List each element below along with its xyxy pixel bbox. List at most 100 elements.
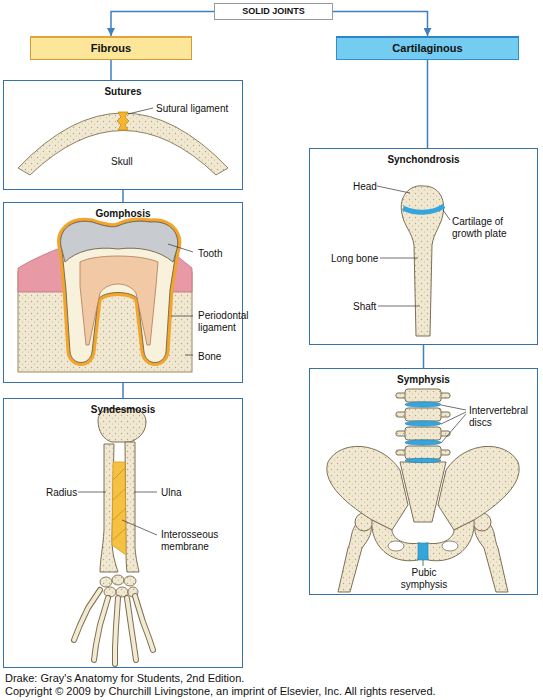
intervertebral-disc [405,421,441,426]
joint-panel: SymphysisIntervertebral discsPubic symph… [309,368,538,595]
tooth-drawing [18,221,193,372]
part-label: Shaft [353,301,393,313]
vertebral-body [405,389,441,402]
carpal-bone [100,577,112,587]
part-label: Interosseous membrane [161,529,231,553]
leader-line [443,210,450,220]
category-box: Cartilaginous [336,36,519,60]
panel-title: Syndesmosis [4,404,242,416]
periodontal-ligament [61,221,178,362]
obturator-foramen [388,541,404,551]
part-label: Intervertebral discs [469,405,535,429]
part-label: Bone [198,351,243,363]
panel-title: Symphysis [310,374,537,386]
connector-line [111,12,214,37]
growth-plate [403,206,444,212]
finger-bone [94,598,108,660]
leader-line [122,520,157,535]
panel-title: Sutures [4,86,242,98]
leader-line [168,244,193,252]
interosseous-membrane [112,462,126,555]
long-bone [401,186,443,336]
leader-line [134,492,157,493]
connector-line [333,12,428,37]
finger-bone [135,596,153,650]
carpal-bone [124,576,136,586]
membrane-fiber [113,508,126,520]
part-label: Radius [46,487,86,499]
tooth-pulp [80,256,158,345]
vertebral-body [405,446,441,459]
connector-line [427,60,429,148]
finger-bone [94,598,108,660]
vertebral-body [405,408,441,421]
pubic-bone [372,520,420,561]
leader-line [128,108,153,114]
part-label: Sutural ligament [156,103,241,115]
joint-panel: SyndesmosisRadius UlnaInterosseous membra… [3,398,243,668]
leader-line [377,186,410,193]
root-box: SOLID JOINTS [214,3,333,20]
ulna-bone [125,442,139,572]
leader-line [185,355,193,356]
intervertebral-disc [405,440,441,445]
part-label: Pubic symphysis [394,567,454,591]
leader-line [380,258,418,259]
iliac-wing [327,446,408,530]
forearm-drawing [74,408,157,664]
tooth-body [61,221,178,362]
carpal-bone [112,575,124,585]
membrane-fiber [113,528,126,540]
part-label: Periodontal ligament [198,310,260,334]
vertebrae [396,389,450,459]
leader-line [441,405,466,410]
membrane-fiber [113,468,125,480]
box-title: Fibrous [91,42,131,54]
leader-line [378,306,420,307]
part-label: Cartilage of growth plate [452,216,514,240]
iliac-wing [438,446,519,530]
credit-line: Drake: Gray's Anatomy for Students, 2nd … [5,672,538,685]
leader-line [423,560,424,566]
finger-outlines [74,590,153,664]
part-label: Ulna [161,487,201,499]
finger-bone [127,598,136,660]
joint-panel: SynchondrosisHeadCartilage of growth pla… [309,148,538,345]
carpal-bones [100,575,138,597]
intervertebral-disc [405,458,441,462]
leader-line [441,414,466,443]
discs [405,402,441,463]
leader-line [78,492,106,493]
connector-line [122,383,124,398]
part-label: Head [353,181,393,193]
credit-line: Copyright © 2009 by Churchill Livingston… [5,685,538,698]
connector-line [423,345,425,368]
sutural-ligament [117,112,129,130]
leader-line [171,316,193,317]
panel-title: Synchondrosis [310,154,537,166]
box-title: SOLID JOINTS [242,7,305,17]
skull-drawing [18,108,228,175]
panel-title: Gomphosis [4,208,242,220]
finger-bone [127,598,136,660]
gum [18,248,66,292]
finger-bone [115,598,118,664]
joint-panel: SuturesSutural ligamentSkull [3,80,243,190]
femur [338,522,371,592]
vertebral-body [405,427,441,440]
part-label: Long bone [331,253,389,265]
part-label: Skull [111,156,151,168]
finger-bone [115,598,118,664]
skull-bone [18,113,228,175]
membrane-fiber [113,488,126,500]
femur [475,522,508,592]
carpal-bone [104,587,116,597]
joint-panel: GomphosisToothPeriodontal ligamentBone [3,202,243,383]
pubic-bone [426,520,474,561]
finger-fills [74,590,153,664]
sacrum [400,462,446,522]
